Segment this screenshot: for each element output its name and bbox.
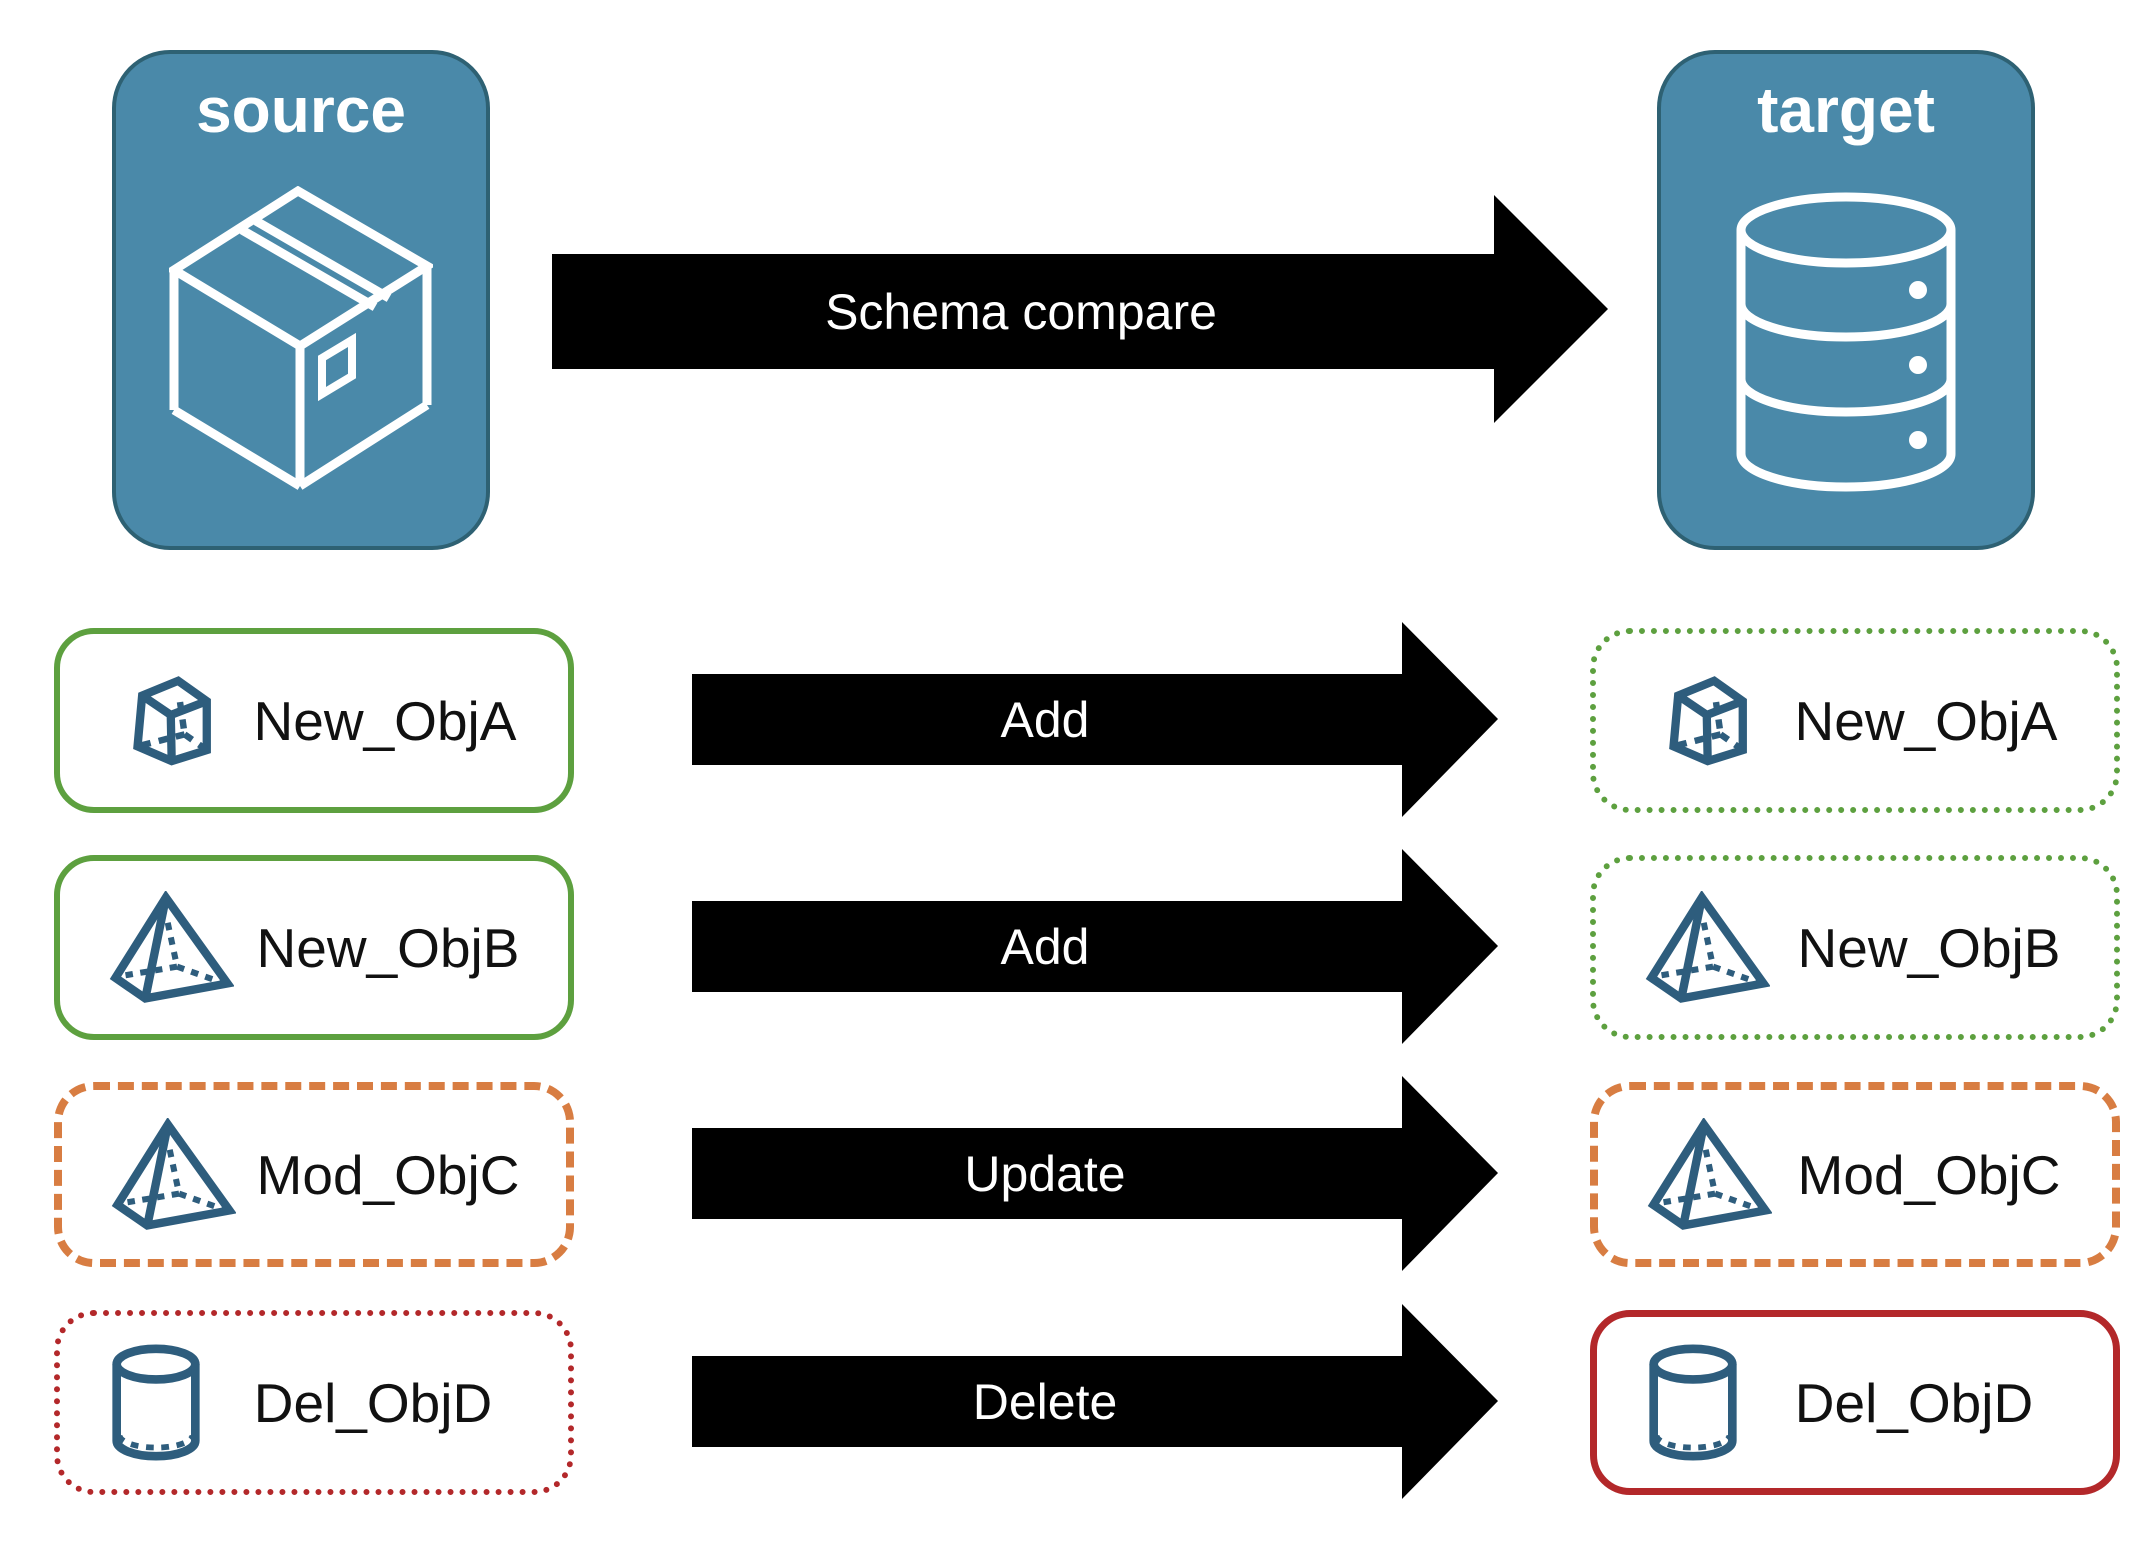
cube-icon bbox=[108, 665, 228, 776]
object-label: Mod_ObjC bbox=[256, 1143, 520, 1206]
source-object-box: Del_ObjD bbox=[54, 1310, 574, 1495]
diff-row-del-objd: Del_ObjD Delete Del_ObjD bbox=[0, 1310, 2150, 1495]
diff-row-new-obja: New_ObjA Add New_ObjA bbox=[0, 628, 2150, 813]
diff-row-new-objb: New_ObjB Add New_ObjB bbox=[0, 855, 2150, 1040]
object-label: New_ObjA bbox=[1794, 689, 2058, 752]
target-object-box: Mod_ObjC bbox=[1590, 1082, 2120, 1267]
action-arrow-label: Delete bbox=[972, 1373, 1118, 1430]
action-arrow-delete: Delete bbox=[688, 1299, 1503, 1504]
source-panel-title: source bbox=[196, 74, 406, 146]
target-panel-title: target bbox=[1757, 74, 1935, 146]
action-arrow-label: Update bbox=[964, 1145, 1126, 1202]
object-label: New_ObjA bbox=[253, 689, 517, 752]
action-arrow-add: Add bbox=[688, 617, 1503, 822]
action-arrow-label: Add bbox=[1000, 691, 1090, 748]
database-icon bbox=[1732, 192, 1960, 492]
object-label: Del_ObjD bbox=[253, 1371, 493, 1434]
schema-compare-arrow: Schema compare bbox=[548, 190, 1613, 428]
object-label: Del_ObjD bbox=[1794, 1371, 2034, 1434]
source-panel: source bbox=[112, 50, 490, 550]
source-object-box: Mod_ObjC bbox=[54, 1082, 574, 1267]
pyramid-icon bbox=[1646, 1118, 1772, 1232]
schema-compare-arrow-label: Schema compare bbox=[825, 283, 1217, 340]
source-object-box: New_ObjB bbox=[54, 855, 574, 1040]
pyramid-icon bbox=[108, 891, 234, 1005]
object-label: New_ObjB bbox=[1797, 916, 2061, 979]
cylinder-icon bbox=[108, 1344, 204, 1461]
diff-row-mod-objc: Mod_ObjC Update Mod_ObjC bbox=[0, 1082, 2150, 1267]
target-object-box: Del_ObjD bbox=[1590, 1310, 2120, 1495]
source-object-box: New_ObjA bbox=[54, 628, 574, 813]
cylinder-icon bbox=[1645, 1344, 1741, 1461]
object-label: Mod_ObjC bbox=[1797, 1143, 2061, 1206]
action-arrow-add: Add bbox=[688, 844, 1503, 1049]
pyramid-icon bbox=[110, 1118, 236, 1232]
object-label: New_ObjB bbox=[256, 916, 520, 979]
action-arrow-label: Add bbox=[1000, 918, 1090, 975]
cube-icon bbox=[1644, 665, 1764, 776]
package-icon bbox=[169, 186, 433, 492]
target-object-box: New_ObjA bbox=[1590, 628, 2120, 813]
target-object-box: New_ObjB bbox=[1590, 855, 2120, 1040]
target-panel: target bbox=[1657, 50, 2035, 550]
pyramid-icon bbox=[1644, 891, 1770, 1005]
action-arrow-update: Update bbox=[688, 1071, 1503, 1276]
